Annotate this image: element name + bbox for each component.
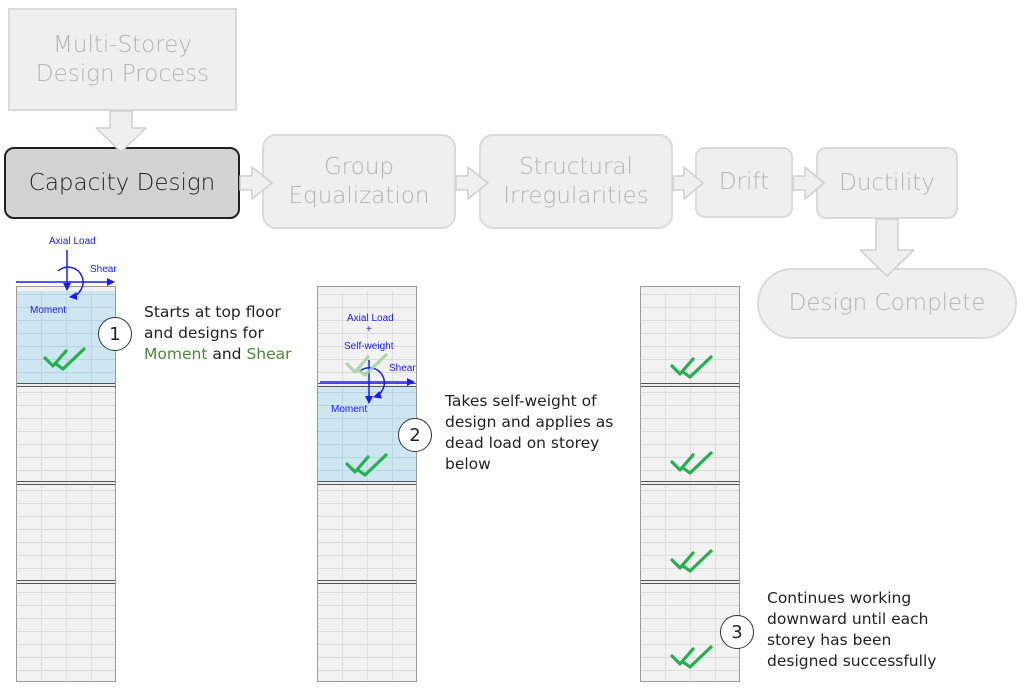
- moment-curve-1: [57, 266, 84, 301]
- slab-1-3: [17, 580, 115, 584]
- step-2-line-3: dead load on storey: [445, 434, 600, 452]
- step-1-line-1: Starts at top floor: [144, 303, 281, 321]
- slab-1-1: [17, 383, 115, 387]
- group-line-2: Equalization: [288, 182, 430, 209]
- slab-2-1: [318, 383, 416, 387]
- slab-3-1: [641, 383, 739, 387]
- check-icon: [670, 355, 713, 379]
- slab-2-2: [318, 481, 416, 485]
- and-word: and: [212, 345, 242, 363]
- step-1-line-2: and designs for: [144, 324, 264, 342]
- group-line-1: Group: [323, 154, 395, 181]
- shear-label-1: Shear: [90, 264, 117, 275]
- structural-line-2: Irregularities: [503, 182, 649, 209]
- step-2-line-2: design and applies as: [445, 413, 614, 431]
- axial-load-label-1: Axial Load: [49, 236, 96, 247]
- moment-label-1: Moment: [30, 305, 67, 316]
- arrow-drift-to-ductility: [792, 166, 825, 200]
- drift-label: Drift: [718, 169, 770, 196]
- step-2-number: 2: [398, 418, 432, 452]
- axial-load-label-2: Axial Load: [347, 313, 394, 324]
- ductility-label: Ductility: [839, 169, 935, 196]
- start-line-2: Design Process: [35, 60, 210, 87]
- plus-label: +: [366, 324, 372, 335]
- step-3-line-2: downward until each: [767, 610, 929, 628]
- moment-word: Moment: [144, 345, 208, 363]
- check-icon: [670, 549, 713, 573]
- step-1-note: Starts at top floor and designs for Mome…: [144, 302, 292, 365]
- arrow-structural-to-drift: [672, 166, 704, 200]
- step-3-number: 3: [720, 615, 754, 649]
- step-2-line-1: Takes self-weight of: [445, 392, 597, 410]
- shear-word: Shear: [246, 345, 292, 363]
- structural-line-1: Structural: [519, 154, 633, 181]
- slab-2-3: [318, 580, 416, 584]
- slab-3-3: [641, 580, 739, 584]
- ductility-box: Ductility: [816, 147, 958, 219]
- column-3: [640, 286, 740, 682]
- arrow-ductility-to-complete: [859, 218, 915, 277]
- self-weight-label: Self-weight: [344, 341, 394, 352]
- step-3-line-3: storey has been: [767, 631, 892, 649]
- step-3-note: Continues working downward until each st…: [767, 588, 936, 672]
- moment-curve-2: [359, 367, 386, 399]
- arrow-group-to-structural: [455, 166, 489, 200]
- storey-2-1: [318, 291, 416, 385]
- arrow-start-to-capacity: [95, 110, 147, 153]
- slab-1-2: [17, 481, 115, 485]
- column-2: [317, 286, 417, 682]
- step-1-number: 1: [98, 317, 132, 351]
- design-complete-label: Design Complete: [788, 290, 986, 317]
- drift-box: Drift: [695, 147, 793, 218]
- storey-3-1: [641, 291, 739, 385]
- storey-1-2: [17, 387, 115, 483]
- step-2-note: Takes self-weight of design and applies …: [445, 391, 613, 475]
- storey-1-4: [17, 584, 115, 681]
- check-icon: [670, 645, 713, 669]
- step-3-line-1: Continues working: [767, 589, 912, 607]
- storey-1-3: [17, 485, 115, 581]
- storey-2-4: [318, 584, 416, 681]
- arrow-capacity-to-group: [239, 166, 273, 200]
- check-icon: [670, 451, 713, 475]
- storey-3-2: [641, 387, 739, 483]
- check-icon: [43, 347, 86, 371]
- storey-3-3: [641, 485, 739, 581]
- shear-label-2: Shear: [389, 363, 416, 374]
- step-3-line-4: designed successfully: [767, 652, 937, 670]
- start-line-1: Multi-Storey: [53, 32, 192, 59]
- slab-3-2: [641, 481, 739, 485]
- capacity-design-label: Capacity Design: [28, 169, 216, 196]
- storey-1-1: [17, 291, 115, 385]
- step-1-line-3: Moment and Shear: [144, 344, 292, 365]
- step-2-line-4: below: [445, 455, 491, 473]
- check-icon: [345, 453, 388, 477]
- moment-label-2: Moment: [331, 404, 368, 415]
- faded-check-icon: [345, 353, 388, 377]
- storey-2-3: [318, 485, 416, 581]
